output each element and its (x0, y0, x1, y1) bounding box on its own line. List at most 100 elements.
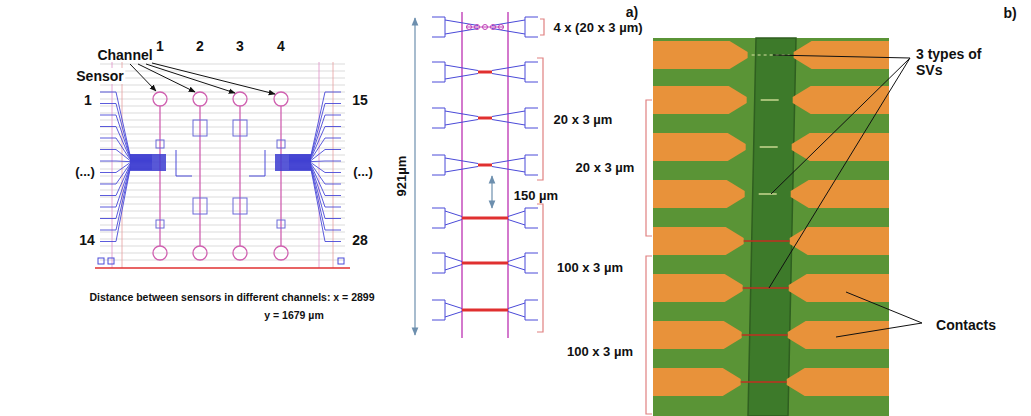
channel-pad (277, 220, 285, 228)
sensing-volume (761, 99, 779, 101)
text-label: 4 x (20 x 3 µm) (553, 21, 642, 36)
contact-outline (432, 108, 445, 128)
channel-line (159, 106, 160, 246)
channel-arrow (152, 63, 275, 94)
taper (445, 29, 478, 35)
contact (653, 133, 746, 161)
sensing-volume (462, 309, 508, 312)
grid-line (100, 92, 345, 93)
taper (445, 158, 478, 164)
fan-out-wire (289, 167, 341, 218)
grid-line (100, 85, 345, 86)
contact-pad (275, 154, 311, 171)
grid-line (100, 78, 345, 79)
sensing-volume (478, 71, 492, 74)
text-label: 28 (352, 232, 368, 248)
taper (508, 265, 525, 271)
grid-line (100, 141, 345, 142)
sensing-volume (462, 217, 508, 220)
taper (492, 74, 525, 80)
grid-line (100, 225, 345, 226)
channel-pad (233, 120, 247, 136)
sensing-volume (462, 262, 508, 265)
contact (789, 274, 889, 302)
channel-line (280, 106, 281, 246)
text-label: (...) (75, 165, 95, 180)
fan-out-wire (289, 168, 341, 230)
grid-line (100, 253, 345, 254)
contact (788, 321, 889, 349)
sensing-volume (478, 117, 492, 120)
fan-out-wire (100, 169, 152, 241)
taper (445, 120, 478, 126)
taper (445, 256, 462, 262)
fan-out-wire (100, 168, 152, 230)
sensor-structures (415, 12, 544, 338)
text-label: a) (626, 4, 638, 20)
sensing-volume (499, 25, 504, 30)
text-label: Contacts (936, 317, 996, 333)
contact-outline (525, 253, 538, 273)
taper (492, 29, 525, 35)
sensing-volume (743, 287, 789, 289)
chip-layout (95, 62, 350, 268)
text-label: 20 x 3 µm (554, 113, 613, 128)
contact (653, 274, 743, 302)
contact-outline (525, 208, 538, 228)
taper (445, 65, 478, 71)
contact-outline (525, 300, 538, 320)
channel-arrow (138, 64, 195, 92)
contact (794, 41, 889, 69)
channel-pad (233, 198, 247, 214)
taper (508, 256, 525, 262)
taper (445, 20, 478, 26)
contact (653, 368, 741, 396)
taper (445, 74, 478, 80)
fan-out-wire (100, 115, 152, 157)
bracket (646, 100, 652, 236)
contact (653, 180, 745, 208)
text-label: 100 x 3 µm (557, 261, 623, 276)
grid-line (100, 148, 345, 149)
bracket (646, 256, 652, 414)
text-label: (...) (353, 165, 373, 180)
text-label: 3 (236, 38, 244, 54)
contact-outline (432, 253, 445, 273)
grid-line (100, 204, 345, 205)
marker-icon (98, 258, 104, 264)
taper (492, 65, 525, 71)
channel-port (153, 246, 167, 260)
taper (445, 312, 462, 318)
channel-pad (156, 140, 164, 148)
channel-line (199, 106, 200, 246)
text-label: b) (1003, 5, 1016, 21)
contact (790, 227, 889, 255)
text-label: 150 µm (514, 189, 558, 204)
leader-line (836, 323, 922, 337)
grid-line (100, 64, 345, 65)
channel-port (193, 92, 207, 106)
contact-pad (130, 154, 166, 171)
contact (653, 86, 747, 114)
sensing-volume (744, 240, 790, 242)
grid-line (100, 99, 345, 100)
taper (445, 167, 478, 173)
taper (508, 211, 525, 217)
text-label: 100 x 3 µm (567, 345, 633, 360)
taper (445, 265, 462, 271)
grid-line (100, 239, 345, 240)
grid-line (100, 120, 345, 121)
taper (492, 158, 525, 164)
channel-pad (193, 120, 207, 136)
taper (508, 220, 525, 226)
bracket (537, 204, 543, 332)
grid-line (100, 197, 345, 198)
contact (653, 41, 748, 69)
frame-line (333, 62, 334, 268)
contact-outline (525, 155, 538, 175)
channel-port (233, 92, 247, 106)
channel-arrow (130, 64, 156, 91)
sensing-volume (742, 334, 788, 336)
grid-line (100, 127, 345, 128)
